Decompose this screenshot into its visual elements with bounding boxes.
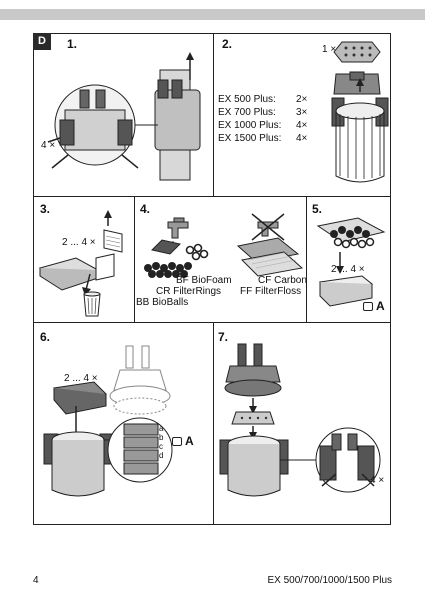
model-row: EX 1500 Plus:4× xyxy=(218,133,281,144)
step-6-ref: A xyxy=(172,434,194,448)
divider-col-r3 xyxy=(213,322,214,525)
media-label-bb: BB BioBalls xyxy=(136,297,188,308)
pad-removal-illustration xyxy=(36,210,132,320)
section-label: D xyxy=(33,33,51,50)
media-label-ff: FF FilterFloss xyxy=(240,286,301,297)
divider-col-r1 xyxy=(213,33,214,196)
model-name: EX 700 Plus: xyxy=(218,107,276,118)
top-gray-bar xyxy=(0,9,425,20)
divider-col-r2a xyxy=(134,196,135,322)
step-7-count: 4 × xyxy=(370,475,384,486)
symbol-box-icon xyxy=(363,302,373,311)
crossed-tap-icon xyxy=(252,214,284,240)
media-label-bf: BF BioFoam xyxy=(176,275,232,286)
step-5-ref: A xyxy=(363,299,385,313)
stack-letters: a b c d xyxy=(159,424,163,460)
step-6-ref-label: A xyxy=(185,434,194,448)
step-2-number: 2. xyxy=(222,37,232,51)
stack-letter: b xyxy=(159,433,163,442)
symbol-box-icon xyxy=(172,437,182,446)
model-name: EX 500 Plus: xyxy=(218,94,276,105)
media-label-cf: CF Carbon xyxy=(258,275,307,286)
model-row: EX 700 Plus:3× xyxy=(218,107,276,118)
model-name: EX 1500 Plus: xyxy=(218,133,281,144)
step-5-count: 2 ... 4 × xyxy=(331,264,365,275)
model-count: 3× xyxy=(296,107,307,118)
model-count: 2× xyxy=(296,94,307,105)
media-label-cr: CR FilterRings xyxy=(156,286,221,297)
divider-col-r2b xyxy=(306,196,307,322)
model-count: 4× xyxy=(296,120,307,131)
product-name: EX 500/700/1000/1500 Plus xyxy=(267,575,392,586)
divider-row2 xyxy=(33,322,391,323)
model-row: EX 1000 Plus:4× xyxy=(218,120,281,131)
stack-letter: c xyxy=(159,442,163,451)
step-1-number: 1. xyxy=(67,37,77,51)
step-5-ref-label: A xyxy=(376,299,385,313)
stack-letter: a xyxy=(159,424,163,433)
filter-lid-baskets-illustration xyxy=(330,36,390,194)
divider-row1 xyxy=(33,196,391,197)
reassembly-illustration xyxy=(218,340,388,520)
page-number: 4 xyxy=(33,575,39,586)
filter-latch-open-illustration xyxy=(40,50,210,190)
model-name: EX 1000 Plus: xyxy=(218,120,281,131)
model-row: EX 500 Plus:2× xyxy=(218,94,276,105)
step-1-count: 4 × xyxy=(41,140,55,151)
model-count: 4× xyxy=(296,133,307,144)
basket-stack-illustration xyxy=(40,340,210,520)
stack-letter: d xyxy=(159,451,163,460)
